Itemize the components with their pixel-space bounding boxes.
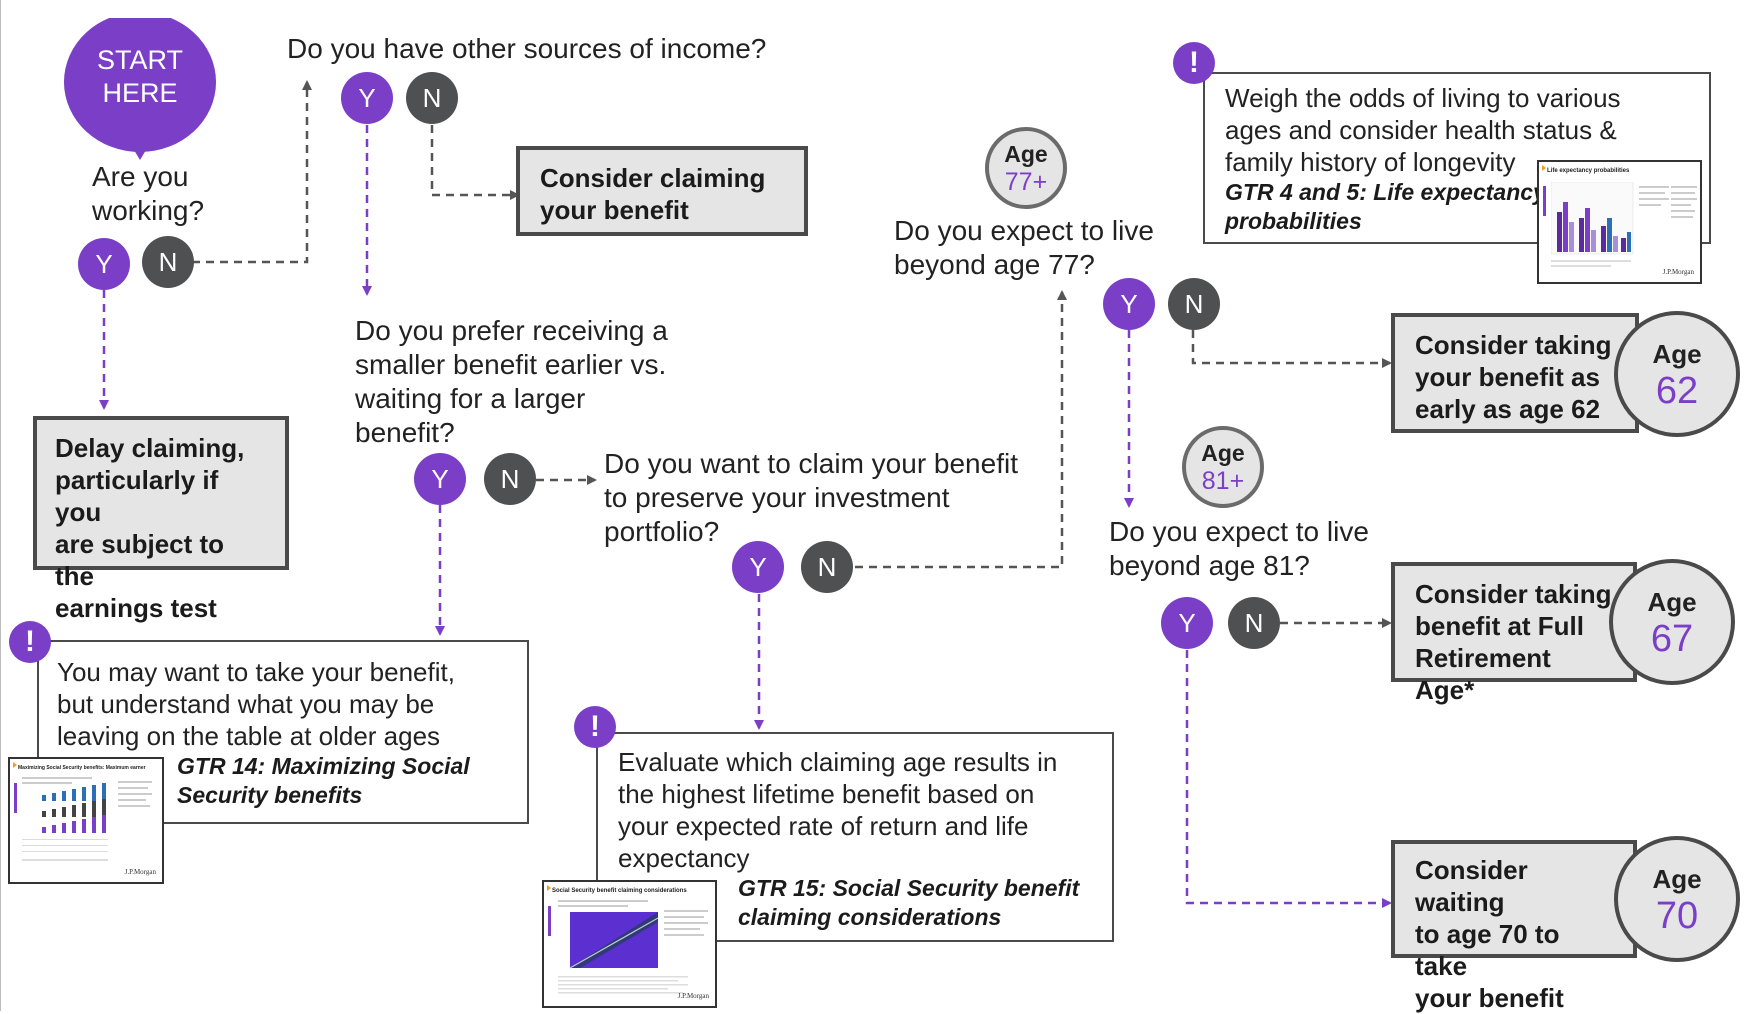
question-working: Are you working? (92, 161, 205, 226)
question-other-income: Do you have other sources of income? (287, 33, 767, 64)
portfolio-yes-button[interactable]: Y (732, 541, 784, 593)
age-70-badge: Age 70 (1614, 836, 1740, 962)
gtr-4-5-reference: GTR 4 and 5: Life expectancy (1225, 179, 1546, 205)
question-live-81: Do you expect to live beyond age 81? (1109, 516, 1369, 581)
live81-no-button[interactable]: N (1228, 597, 1280, 649)
portfolio-no-button[interactable]: N (801, 541, 853, 593)
thumbnail-life-expectancy[interactable]: Life expectancy probabilities J.P.Morgan (1537, 160, 1702, 284)
working-yes-button[interactable]: Y (78, 238, 130, 290)
gtr-14-reference: GTR 14: Maximizing Social (177, 753, 470, 779)
thumbnail-maximizing-benefits[interactable]: Maximizing Social Security benefits: Max… (8, 757, 164, 884)
outcome-wait-70: Consider waiting to age 70 to take your … (1391, 840, 1637, 1013)
start-line2: HERE (102, 78, 177, 108)
start-line1: START (97, 45, 183, 75)
live77-no-button[interactable]: N (1168, 278, 1220, 330)
outcome-delay-claiming: Delay claiming, particularly if you are … (33, 416, 289, 623)
live81-yes-button[interactable]: Y (1161, 597, 1213, 649)
alert-icon-longevity: ! (1173, 42, 1215, 84)
start-here-bubble: START HERE (64, 18, 216, 160)
outcome-early-62: Consider taking your benefit as early as… (1391, 313, 1639, 433)
income-yes-button[interactable]: Y (341, 72, 393, 124)
prefer-yes-button[interactable]: Y (414, 453, 466, 505)
alert-icon-lifetime: ! (574, 706, 616, 748)
question-prefer-smaller: Do you prefer receiving a smaller benefi… (355, 315, 668, 448)
connector-working-no (178, 80, 312, 264)
question-preserve-portfolio: Do you want to claim your benefit to pre… (604, 448, 1018, 547)
note-older-ages: You may want to take your benefit, but u… (37, 640, 529, 824)
connector-income-no (430, 125, 520, 200)
age-62-badge: Age 62 (1614, 311, 1740, 437)
income-no-button[interactable]: N (406, 72, 458, 124)
live77-yes-button[interactable]: Y (1103, 278, 1155, 330)
age-67-badge: Age 67 (1609, 559, 1735, 685)
working-no-button[interactable]: N (142, 236, 194, 288)
connector-81-yes (1185, 650, 1392, 908)
alert-icon-older-ages: ! (9, 621, 51, 663)
age-81-tag: Age 81+ (1182, 426, 1264, 508)
question-live-77: Do you expect to live beyond age 77? (894, 215, 1154, 280)
thumbnail-claiming-considerations[interactable]: Social Security benefit claiming conside… (542, 880, 717, 1008)
left-border (0, 0, 1, 1011)
outcome-consider-claiming: Consider claiming your benefit (516, 146, 808, 236)
gtr-15-reference: GTR 15: Social Security benefit (738, 875, 1080, 901)
outcome-fra-67: Consider taking benefit at Full Retireme… (1391, 562, 1637, 705)
connector-77-no (1191, 330, 1392, 368)
age-77-tag: Age 77+ (985, 127, 1067, 209)
prefer-no-button[interactable]: N (484, 453, 536, 505)
